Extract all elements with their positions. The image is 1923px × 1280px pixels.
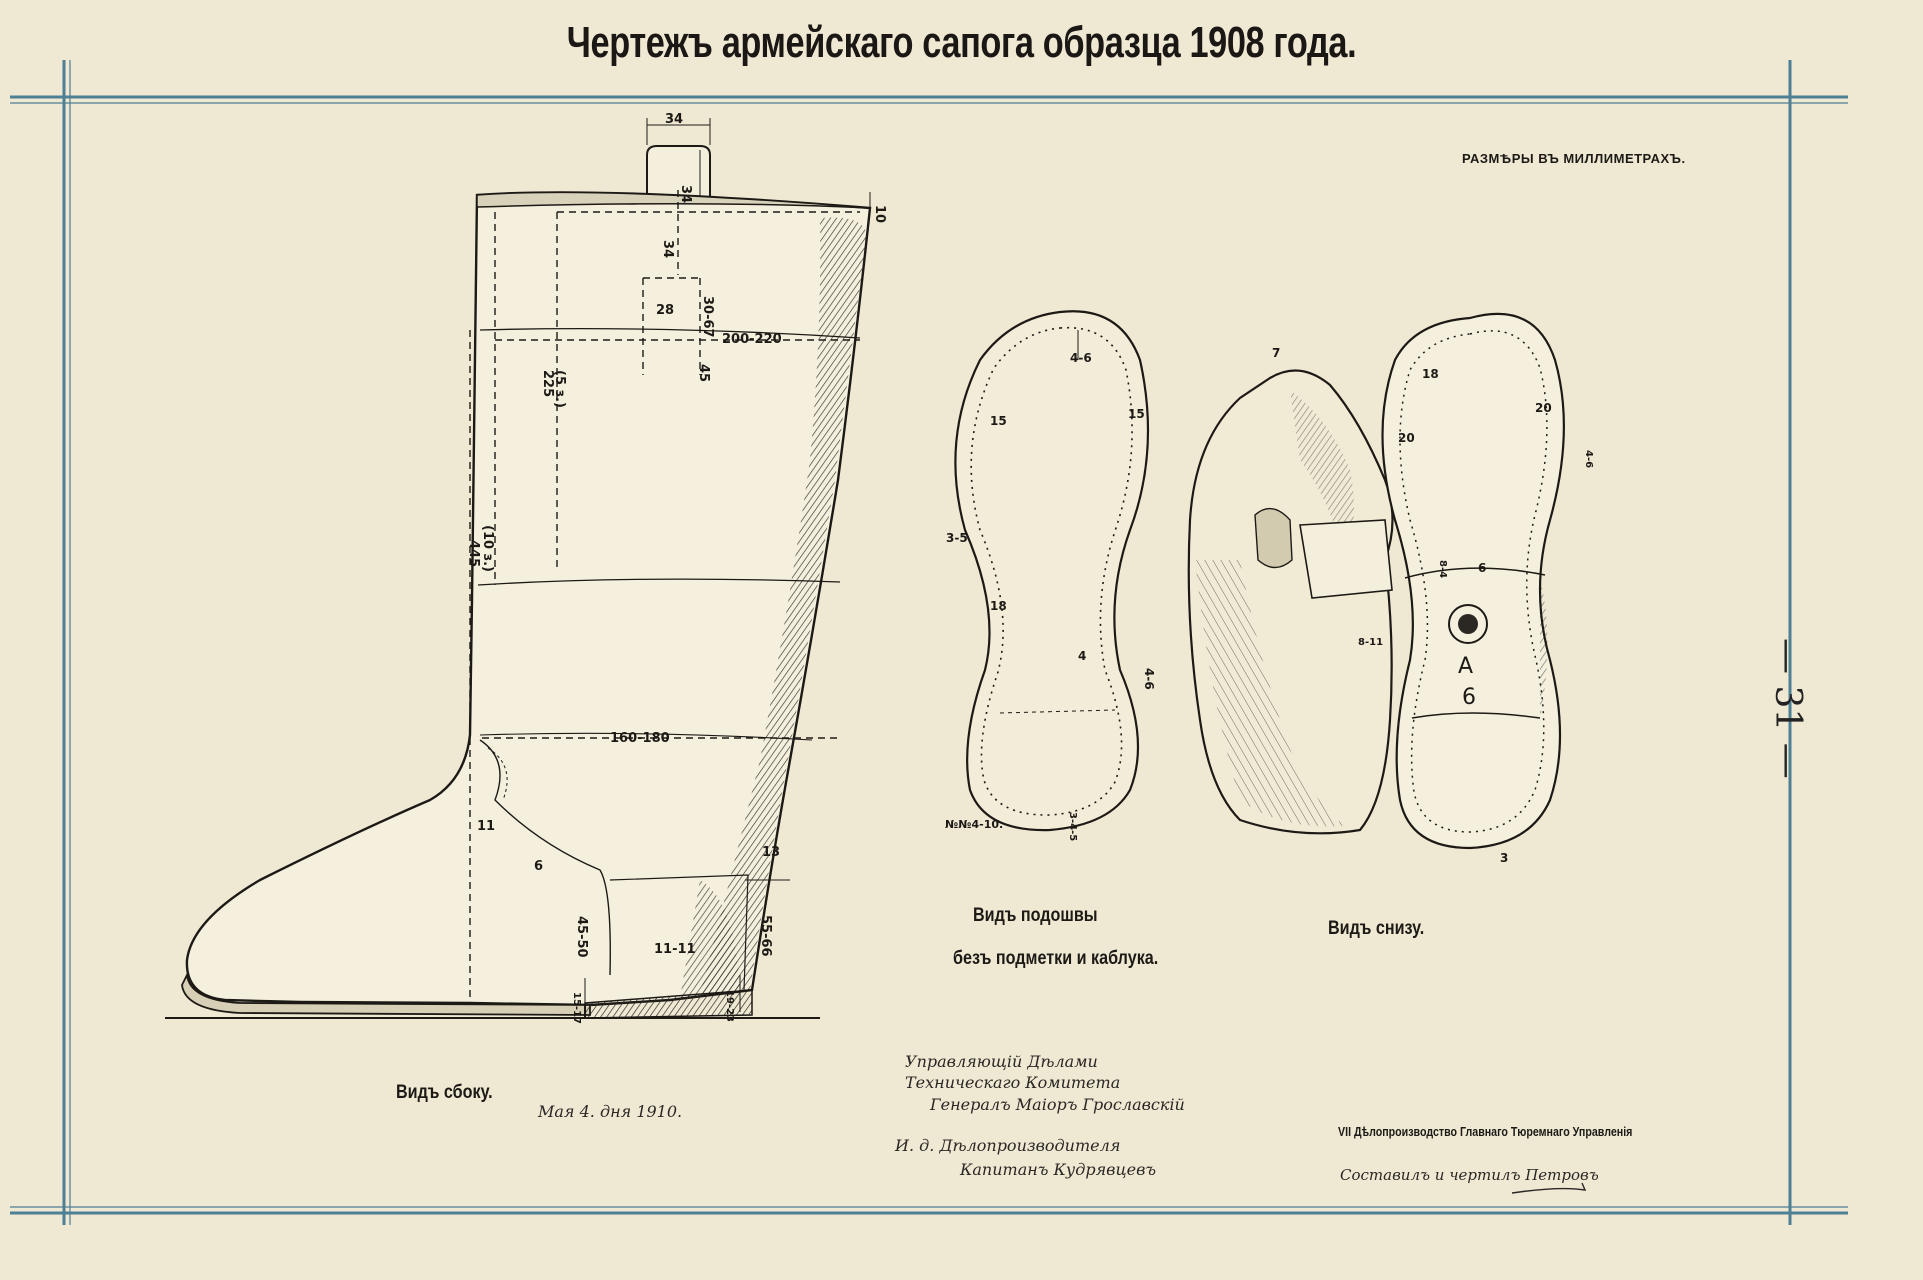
dim-loop-drop: 34 xyxy=(660,240,675,258)
dim-instep: 6 xyxy=(534,859,543,874)
units-note: РАЗМѢРЫ ВЪ МИЛЛИМЕТРАХЪ. xyxy=(1462,151,1686,166)
page-number: — 31 — xyxy=(1767,638,1808,779)
page-title: Чертежъ армейскаго сапога образца 1908 г… xyxy=(566,18,1357,67)
signature-clerk-line1: И. д. Дѣлопроизводителя xyxy=(895,1136,1121,1155)
dim-upper-note: (5 з.) xyxy=(552,370,567,408)
signature-drafter: Составилъ и чертилъ Петровъ xyxy=(1340,1166,1599,1184)
signature-head-line2: Техническаго Комитета xyxy=(905,1073,1121,1092)
bottom-dim-collar: 7 xyxy=(1272,346,1280,360)
dim-total-note: (10 з.) xyxy=(480,525,495,572)
dim-ankle-width: 160-180 xyxy=(610,731,670,746)
dim-heel-back: 55-66 xyxy=(758,915,773,957)
signature-head-line3: Генералъ Маіоръ Грославскій xyxy=(930,1095,1185,1114)
bottom-dim-waist-b: 6 xyxy=(1478,561,1486,575)
border-frame xyxy=(10,60,1848,1225)
sole-dim-heel-width: 3-4-5 xyxy=(1067,812,1078,841)
sole-dim-left-ball: 15 xyxy=(990,414,1007,428)
signature-head-line1: Управляющій Дѣлами xyxy=(905,1052,1098,1071)
bottom-dim-waist-a: 8-4 xyxy=(1437,560,1448,578)
bottom-dim-welt: 8-11 xyxy=(1358,637,1383,648)
dim-loop-height: 34 xyxy=(678,185,693,203)
dim-heel-base: 19-23 xyxy=(724,990,735,1022)
dim-upper-height: 225 xyxy=(540,370,555,397)
sole-dim-side: 3-5 xyxy=(946,531,968,545)
sole-dim-heel-note: №№4-10. xyxy=(945,818,1003,831)
insole-view: 4-6 15 15 3-5 18 4 4-6 3-4-5 №№4-10. xyxy=(945,310,1156,841)
bottom-dim-heel-edge: 3 xyxy=(1500,851,1508,865)
pull-loop xyxy=(646,145,711,201)
sole-dim-waist-right: 4 xyxy=(1078,649,1086,663)
caption-side-view: Видъ сбоку. xyxy=(396,1082,493,1103)
dim-counter-height: 45-50 xyxy=(574,916,589,958)
stamp-letter: А xyxy=(1458,654,1473,679)
dim-heel-height: 15-17 xyxy=(571,992,582,1024)
bottom-dim-sole-edge: 4-6 xyxy=(1583,450,1594,468)
bottom-dim-sole-right: 20 xyxy=(1535,401,1552,415)
boot-outline xyxy=(185,191,872,1007)
signature-clerk-line2: Капитанъ Кудрявцевъ xyxy=(960,1160,1157,1179)
sole-dim-toe: 4-6 xyxy=(1070,351,1092,365)
dim-tab-gap: 45 xyxy=(696,364,711,382)
bottom-dim-sole-tip: 18 xyxy=(1422,367,1439,381)
caption-sole-view-line1: Видъ подошвы xyxy=(973,905,1098,926)
sole-dim-waist-width: 4-6 xyxy=(1142,668,1156,690)
dim-total-height: 445 xyxy=(466,540,481,567)
signature-date: Мая 4. дня 1910. xyxy=(538,1102,683,1121)
insole-outline xyxy=(954,310,1150,832)
stamp-number: 6 xyxy=(1462,685,1476,710)
caption-sole-view-line2: безъ подметки и каблука. xyxy=(953,948,1159,969)
dim-tab-width: 28 xyxy=(656,303,674,318)
sole-dim-right-ball: 15 xyxy=(1128,407,1145,421)
bottom-outsole xyxy=(1381,312,1565,850)
sole-dim-waist-left: 18 xyxy=(990,599,1007,613)
dim-ankle-seam: 11 xyxy=(477,819,495,834)
bottom-dim-sole-left: 20 xyxy=(1398,431,1415,445)
dim-top-edge: 10 xyxy=(872,205,887,223)
dim-shaft-width: 200-220 xyxy=(722,332,782,347)
dim-tab-height: 30-67 xyxy=(700,296,715,338)
boot-side-view: 34 34 10 34 28 30-67 45 200-220 225 (5 з… xyxy=(165,112,887,1024)
dim-loop-width: 34 xyxy=(665,112,683,127)
bottom-view: А 6 7 8-11 18 20 20 4-6 8-4 6 3 xyxy=(1187,312,1594,865)
dim-heel-counter: 11-11 xyxy=(654,942,696,957)
dim-heel-top: 13 xyxy=(762,845,780,860)
office-stamp: VII Дѣлопроизводство Главнаго Тюремнаго … xyxy=(1338,1124,1633,1139)
caption-bottom-view: Видъ снизу. xyxy=(1328,918,1425,939)
